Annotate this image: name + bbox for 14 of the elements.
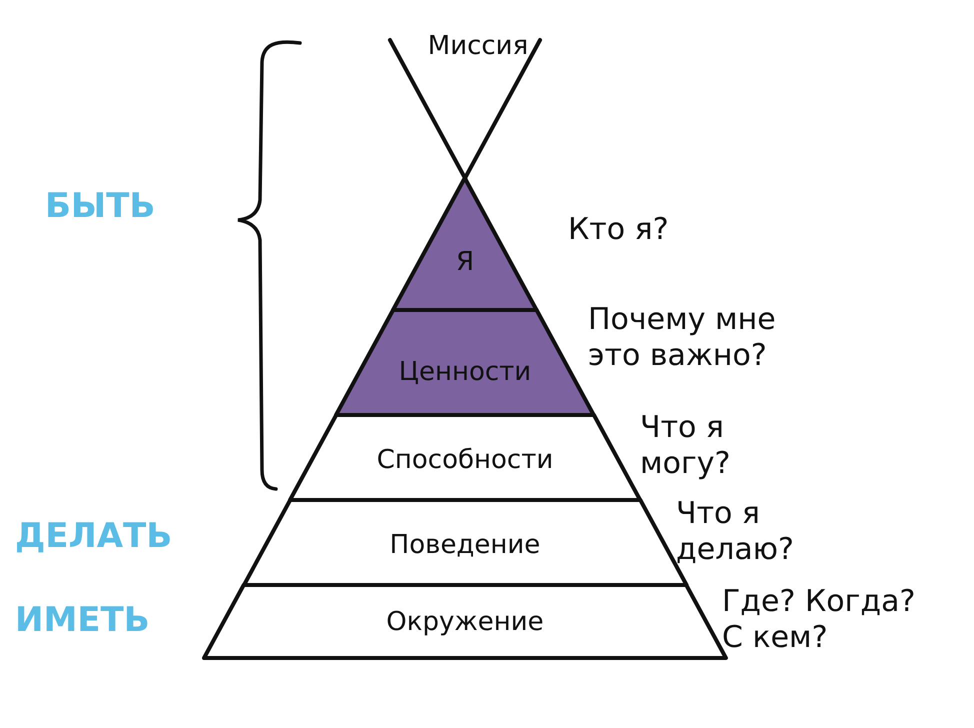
- question-text: Почему мне это важно?: [588, 302, 777, 374]
- level-label: Я: [456, 246, 474, 278]
- question-text: Что я могу?: [640, 410, 732, 482]
- category-label: ИМЕТЬ: [15, 600, 150, 640]
- level-label: Окружение: [386, 606, 544, 638]
- level-label: Ценности: [398, 356, 532, 388]
- level-label: Поведение: [390, 529, 540, 561]
- question-text: Кто я?: [568, 212, 670, 248]
- level-label: Способности: [376, 444, 554, 476]
- category-label: БЫТЬ: [45, 186, 156, 226]
- apex-label: Миссия: [428, 30, 528, 62]
- category-label: ДЕЛАТЬ: [15, 516, 172, 556]
- question-text: Где? Когда? С кем?: [722, 584, 916, 656]
- question-text: Что я делаю?: [676, 496, 795, 568]
